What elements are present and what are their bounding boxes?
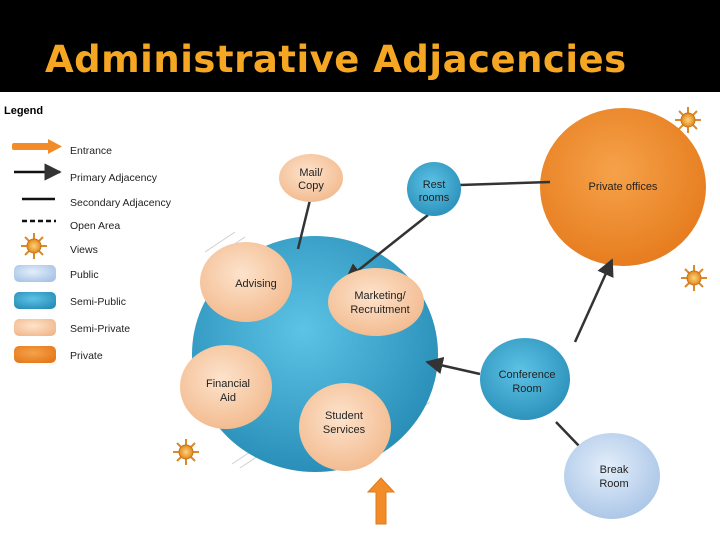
legend-private-swatch bbox=[14, 346, 56, 363]
legend-label-primary: Primary Adjacency bbox=[70, 172, 158, 184]
link-conference-hub bbox=[425, 356, 481, 376]
entrance-arrow bbox=[366, 477, 396, 525]
label-conference-room-1: Conference bbox=[499, 369, 556, 381]
label-marketing-1: Marketing/ bbox=[354, 290, 406, 302]
link-restrooms-hub bbox=[344, 214, 429, 282]
legend-views-icon bbox=[20, 232, 48, 260]
legend-label-semiprivate: Semi-Private bbox=[70, 323, 130, 335]
legend-entrance-arrow bbox=[12, 139, 62, 154]
label-private-offices: Private offices bbox=[589, 181, 658, 193]
legend-public-swatch bbox=[14, 265, 56, 282]
node-financial-aid[interactable] bbox=[180, 345, 272, 429]
label-marketing-2: Recruitment bbox=[350, 304, 409, 316]
label-student-services-2: Services bbox=[323, 424, 366, 436]
label-financial-aid-1: Financial bbox=[206, 378, 250, 390]
label-student-services-1: Student bbox=[325, 410, 363, 422]
node-break-room[interactable] bbox=[564, 433, 660, 519]
label-conference-room-2: Room bbox=[512, 383, 541, 395]
page-title: Administrative Adjacencies bbox=[45, 38, 627, 81]
diagram-canvas: Legend Entrance Primary Adjacency Second… bbox=[0, 92, 720, 540]
label-mail-copy-2: Copy bbox=[298, 180, 324, 192]
node-conference-room[interactable] bbox=[480, 338, 570, 420]
link-conference-break bbox=[555, 421, 581, 448]
link-mail-hub bbox=[296, 199, 312, 250]
legend-label-views: Views bbox=[70, 244, 98, 256]
legend-label-semipublic: Semi-Public bbox=[70, 296, 126, 308]
label-mail-copy-1: Mail/ bbox=[299, 167, 323, 179]
label-rest-rooms-1: Rest bbox=[423, 179, 446, 191]
node-private-offices[interactable] bbox=[540, 108, 706, 266]
node-rest-rooms[interactable] bbox=[407, 162, 461, 216]
legend-label-private: Private bbox=[70, 350, 103, 362]
label-break-room-1: Break bbox=[600, 464, 629, 476]
adjacency-diagram: Legend Entrance Primary Adjacency Second… bbox=[4, 105, 708, 525]
node-advising[interactable] bbox=[200, 242, 292, 322]
link-restrooms-private bbox=[459, 180, 551, 187]
label-rest-rooms-2: rooms bbox=[419, 192, 450, 204]
legend-label-public: Public bbox=[70, 269, 99, 281]
views-icon bbox=[680, 264, 708, 292]
node-student-services[interactable] bbox=[299, 383, 391, 471]
legend-label-secondary: Secondary Adjacency bbox=[70, 197, 172, 209]
label-advising: Advising bbox=[235, 278, 277, 290]
legend-semiprivate-swatch bbox=[14, 319, 56, 336]
legend-semipublic-swatch bbox=[14, 292, 56, 309]
node-mail-copy[interactable] bbox=[279, 154, 343, 202]
legend-label-open: Open Area bbox=[70, 220, 120, 232]
legend-label-entrance: Entrance bbox=[70, 145, 112, 157]
views-icon bbox=[172, 438, 200, 466]
label-break-room-2: Room bbox=[599, 478, 628, 490]
label-financial-aid-2: Aid bbox=[220, 392, 236, 404]
node-marketing[interactable] bbox=[328, 268, 424, 336]
legend: Legend Entrance Primary Adjacency Second… bbox=[4, 105, 172, 363]
legend-heading: Legend bbox=[4, 105, 43, 117]
link-conference-private bbox=[573, 258, 614, 343]
